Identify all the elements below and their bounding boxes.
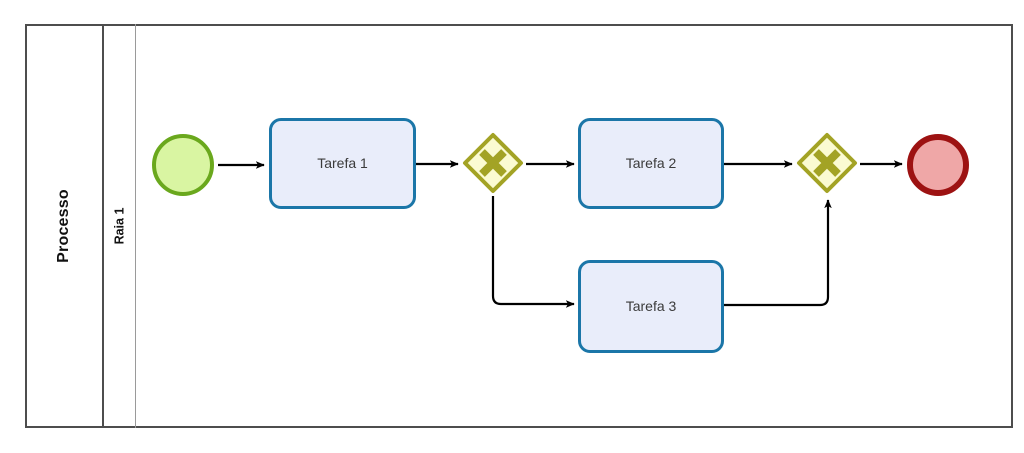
lane-header-raia-1[interactable]: Raia 1 bbox=[104, 24, 136, 428]
start-event[interactable] bbox=[152, 134, 214, 196]
task-tarefa-1[interactable]: Tarefa 1 bbox=[269, 118, 416, 209]
exclusive-gateway-1[interactable] bbox=[462, 132, 524, 194]
exclusive-gateway-icon bbox=[797, 133, 857, 193]
task-label: Tarefa 2 bbox=[625, 155, 677, 172]
exclusive-gateway-icon bbox=[463, 133, 523, 193]
task-tarefa-2[interactable]: Tarefa 2 bbox=[578, 118, 724, 209]
task-label: Tarefa 1 bbox=[317, 155, 368, 172]
task-tarefa-3[interactable]: Tarefa 3 bbox=[578, 260, 724, 353]
pool-title: Processo bbox=[54, 189, 72, 263]
exclusive-gateway-2[interactable] bbox=[796, 132, 858, 194]
end-event[interactable] bbox=[907, 134, 969, 196]
lane-title: Raia 1 bbox=[112, 207, 127, 245]
pool-header[interactable]: Processo bbox=[25, 24, 104, 428]
pool-process[interactable] bbox=[25, 24, 1013, 428]
task-label: Tarefa 3 bbox=[625, 298, 677, 315]
